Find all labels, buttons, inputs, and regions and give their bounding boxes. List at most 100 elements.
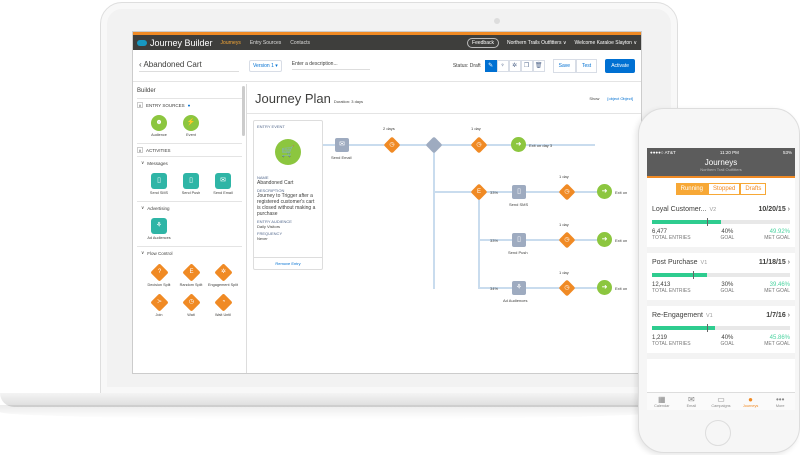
remove-entry-link[interactable]: Remove Entry	[254, 257, 322, 269]
stat-label: TOTAL ENTRIES	[652, 341, 691, 347]
item-label: Random Split	[179, 283, 203, 287]
tab-email[interactable]: ✉Email	[677, 393, 707, 410]
copy-icon[interactable]: ❐	[520, 59, 533, 72]
labels-toggle[interactable]: [object Object]	[607, 96, 633, 101]
app-brand[interactable]: Journey Builder	[137, 38, 213, 48]
user-menu[interactable]: Welcome Karaloe Slayton ∨	[574, 39, 638, 46]
send-sms-node[interactable]: ▯	[512, 185, 526, 199]
ad-audiences-node[interactable]: ⚘	[512, 281, 526, 295]
wait-node[interactable]: ◷	[383, 136, 401, 154]
flow-control-group[interactable]: ∨ Flow Control	[137, 246, 242, 259]
send-push-node[interactable]: ▯	[512, 233, 526, 247]
exit-node[interactable]: ➜	[597, 232, 612, 247]
test-button[interactable]: Test	[576, 58, 598, 73]
segment-drafts[interactable]: Drafts	[740, 183, 767, 195]
exit-node[interactable]: ➜	[511, 137, 526, 152]
home-button[interactable]	[705, 420, 731, 446]
total-entries: 12,413	[652, 282, 671, 288]
engagement-split-node[interactable]	[425, 136, 443, 154]
entry-sources-section[interactable]: ∨ENTRY SOURCES●	[137, 98, 242, 111]
info-icon: ●	[187, 102, 191, 108]
wait[interactable]: ◷Wait	[175, 293, 207, 317]
wait-node[interactable]: ◷	[558, 279, 576, 297]
segment-running[interactable]: Running	[675, 183, 708, 195]
section-label: ENTRY SOURCES	[146, 102, 185, 108]
name-label: NAME	[257, 175, 269, 180]
entry-event[interactable]: ⚡Event	[175, 115, 207, 137]
tab-more[interactable]: •••More	[765, 393, 795, 410]
org-menu[interactable]: Northern Trails Outfitters ∨	[506, 39, 567, 46]
node-label: Send Email	[331, 155, 352, 160]
sidebar-scrollbar[interactable]	[242, 86, 245, 136]
item-label: Decision Split	[147, 283, 171, 287]
progress-bar	[652, 271, 790, 279]
send-email[interactable]: ✉Send Email	[207, 173, 239, 195]
tab-journeys[interactable]: ●Journeys	[736, 393, 766, 410]
feedback-button[interactable]: Feedback	[467, 37, 499, 48]
send-sms[interactable]: ▯ Send SMS	[143, 173, 175, 195]
nav-contacts[interactable]: Contacts	[290, 39, 310, 46]
entry-event-card[interactable]: ENTRY EVENT 🛒 NAME Abandoned Cart DESCRI…	[253, 120, 323, 270]
chevron-down-icon: ∨	[137, 102, 143, 108]
join[interactable]: ≻Join	[143, 293, 175, 317]
card-date: 1/7/16	[766, 312, 786, 319]
group-label: Advertising	[147, 205, 170, 211]
entry-audience[interactable]: ☻Audience	[143, 115, 175, 137]
sms-icon: ▯	[151, 173, 167, 189]
nav-entry-sources[interactable]: Entry Sources	[249, 39, 282, 46]
ad-audiences[interactable]: ⚘Ad Audiences	[143, 218, 175, 240]
total-entries: 1,219	[652, 335, 668, 341]
exit-node[interactable]: ➜	[597, 280, 612, 295]
decision-split[interactable]: ?Decision Split	[143, 263, 175, 287]
tab-calendar[interactable]: ▦Calendar	[647, 393, 677, 410]
wait-node[interactable]: ◷	[558, 231, 576, 249]
journey-canvas[interactable]: Journey Plan Duration: 3 days Show [obje…	[247, 84, 641, 373]
edit-icon[interactable]: ✎	[484, 59, 497, 72]
frequency-label: FREQUENCY	[257, 231, 283, 236]
send-push[interactable]: ▯Send Push	[175, 173, 207, 195]
wait-until[interactable]: ◔Wait Until	[207, 293, 239, 317]
random-split-node[interactable]: E	[470, 183, 488, 201]
exit-node[interactable]: ➜	[597, 184, 612, 199]
advertising-group[interactable]: ∨ Advertising	[137, 201, 242, 214]
item-label: Send SMS	[149, 191, 169, 195]
send-email-node[interactable]: ✉	[335, 138, 349, 152]
show-label: Show	[589, 96, 600, 101]
delete-icon[interactable]: 🗑	[532, 59, 545, 72]
nav-journeys[interactable]: Journeys	[220, 39, 241, 46]
exit-label: Exit on	[615, 286, 628, 291]
node-label: Send SMS	[509, 202, 529, 207]
card-name: Post Purchase	[652, 259, 698, 266]
met-goal: 49.92%	[769, 229, 790, 235]
activities-section[interactable]: ∨ACTIVITIES	[137, 143, 242, 156]
journey-title[interactable]: ‹ Abandoned Cart	[139, 60, 239, 72]
node-label: Send Push	[508, 250, 528, 255]
settings-icon[interactable]: ✲	[508, 59, 521, 72]
tab-campaigns[interactable]: ▭Campaigns	[706, 393, 736, 410]
wait-label: 1 day	[559, 270, 569, 275]
activate-button[interactable]: Activate	[605, 58, 635, 73]
version-dropdown[interactable]: Version 1 ▾	[249, 59, 282, 72]
save-button[interactable]: Save	[552, 58, 577, 73]
stat-label: MET GOAL	[764, 235, 790, 241]
page-title: Journey Plan	[255, 91, 331, 106]
journey-name: Abandoned Cart	[143, 59, 202, 69]
clock: 11:20 PM	[719, 149, 739, 155]
audience-icon: ☻	[151, 115, 167, 131]
duration-label: Duration: 3 days	[333, 98, 364, 104]
wait-label: 1 day	[559, 222, 569, 227]
description-input[interactable]: Enter a description...	[291, 61, 370, 70]
goal-icon[interactable]: ♆	[496, 59, 509, 72]
stat-label: MET GOAL	[764, 341, 790, 347]
wait-label: 2 days	[383, 126, 395, 131]
messages-group[interactable]: ∨ Messages	[137, 156, 242, 169]
wait-node[interactable]: ◷	[558, 183, 576, 201]
engagement-split[interactable]: ✲Engagement Split	[207, 263, 239, 287]
wait-node[interactable]: ◷	[470, 136, 488, 154]
ad-audiences-icon: ⚘	[151, 218, 167, 234]
segment-stopped[interactable]: Stopped	[707, 183, 741, 195]
